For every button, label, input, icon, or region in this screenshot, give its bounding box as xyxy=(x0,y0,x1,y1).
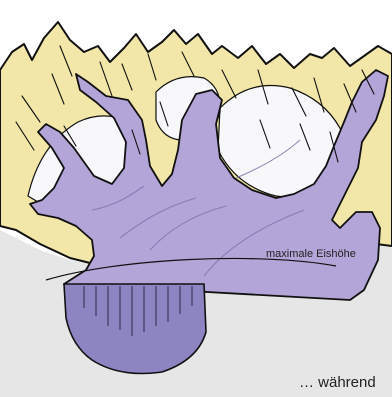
max-ice-height-label: maximale Eishöhe xyxy=(266,248,356,260)
caption-text: … während xyxy=(299,374,376,391)
